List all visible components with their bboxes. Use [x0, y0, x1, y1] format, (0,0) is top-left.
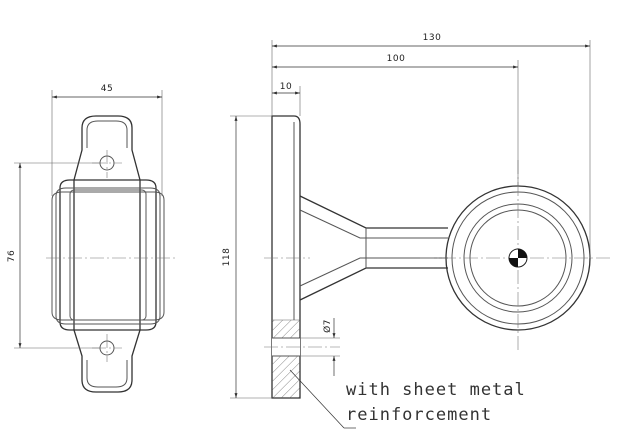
dim-side-height: 118 — [222, 248, 232, 267]
note-line-1: with sheet metal — [346, 380, 526, 400]
dim-base-thickness: 10 — [280, 82, 292, 92]
dim-front-height: 76 — [7, 250, 17, 262]
center-mark-icon — [508, 248, 528, 268]
dim-center-length: 100 — [387, 54, 406, 64]
front-view: 45 76 — [7, 84, 176, 393]
dim-front-width: 45 — [101, 84, 113, 94]
dim-bolt-hole: Ø7 — [322, 319, 333, 333]
side-view: 130 100 10 118 Ø7 — [222, 33, 610, 429]
dim-total-length: 130 — [423, 33, 442, 43]
hatched-section — [272, 320, 300, 398]
note-line-2: reinforcement — [346, 405, 492, 425]
